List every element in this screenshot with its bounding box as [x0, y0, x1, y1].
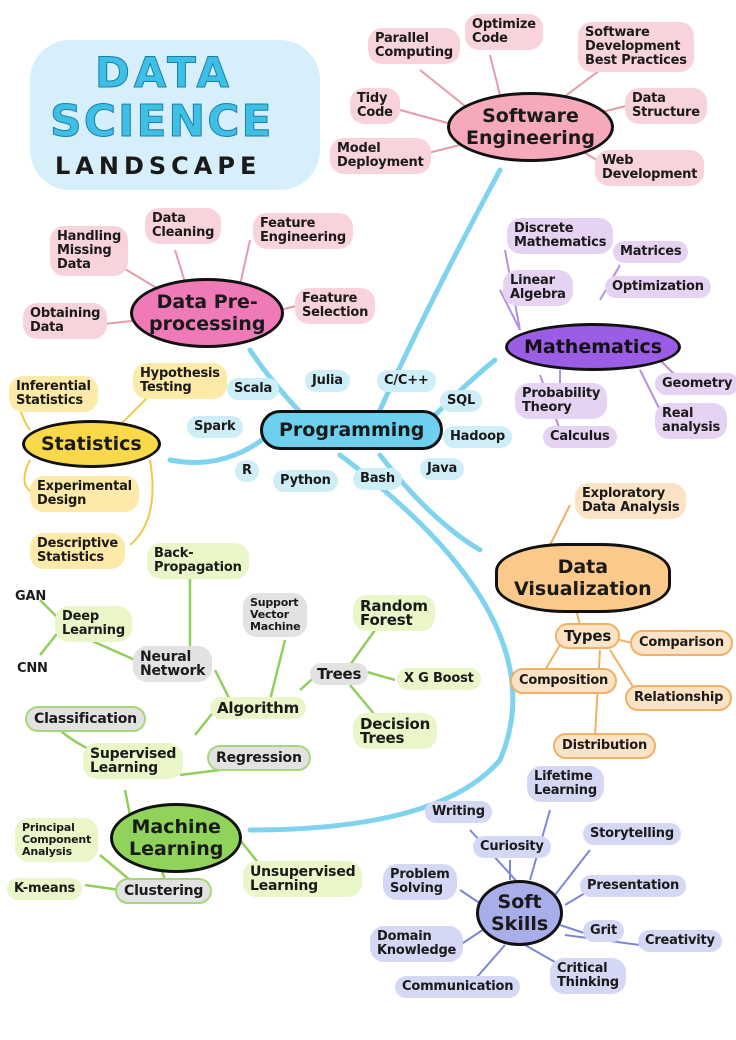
node-software-engineering: Software Engineering	[447, 92, 614, 162]
node-data-preprocessing: Data Pre- processing	[130, 278, 285, 348]
node-curiosity: Curiosity	[473, 836, 551, 858]
arrow-to-ml	[247, 452, 516, 833]
node-machine-learning: Machine Learning	[110, 803, 243, 873]
node-exploratory-data-analysis: Exploratory Data Analysis	[575, 483, 687, 519]
node-discrete-mathematics: Discrete Mathematics	[507, 218, 614, 254]
node-domain-knowledge: Domain Knowledge	[370, 926, 464, 962]
node-problem-solving: Problem Solving	[383, 864, 457, 900]
node-pca: Principal Component Analysis	[15, 818, 99, 862]
node-descriptive-statistics: Descriptive Statistics	[30, 533, 125, 569]
node-web-development: Web Development	[595, 150, 705, 186]
node-k-means: K-means	[7, 878, 83, 900]
node-composition: Composition	[510, 668, 618, 694]
node-distribution: Distribution	[553, 733, 657, 759]
node-critical-thinking: Critical Thinking	[550, 958, 626, 994]
node-grit: Grit	[583, 920, 624, 942]
node-supervised-learning: Supervised Learning	[83, 743, 184, 779]
node-probability-theory: Probability Theory	[515, 383, 608, 419]
node-soft-skills: Soft Skills	[476, 880, 564, 946]
node-hypothesis-testing: Hypothesis Testing	[133, 363, 227, 399]
node-optimize-code: Optimize Code	[465, 14, 543, 50]
node-c-cpp: C/C++	[377, 370, 436, 392]
node-feature-engineering: Feature Engineering	[253, 213, 354, 249]
node-sql: SQL	[440, 390, 483, 412]
node-scala: Scala	[227, 378, 280, 400]
node-data-cleaning: Data Cleaning	[145, 208, 222, 244]
node-communication: Communication	[395, 976, 521, 998]
node-real-analysis: Real analysis	[655, 403, 728, 439]
node-regression: Regression	[207, 745, 311, 771]
node-matrices: Matrices	[613, 241, 689, 263]
node-optimization: Optimization	[605, 276, 711, 298]
node-experimental-design: Experimental Design	[30, 476, 139, 512]
node-java: Java	[420, 458, 465, 480]
node-comparison: Comparison	[630, 630, 733, 656]
node-trees: Trees	[310, 663, 369, 685]
node-python: Python	[273, 470, 338, 492]
node-storytelling: Storytelling	[583, 823, 681, 845]
node-model-deployment: Model Deployment	[330, 138, 431, 174]
node-random-forest: Random Forest	[353, 595, 435, 631]
title-line-2: SCIENCE	[50, 96, 274, 148]
node-statistics: Statistics	[22, 420, 161, 468]
node-relationship: Relationship	[625, 685, 733, 711]
node-clustering: Clustering	[115, 878, 213, 904]
node-julia: Julia	[305, 370, 350, 392]
node-unsupervised-learning: Unsupervised Learning	[243, 861, 363, 897]
node-bash: Bash	[353, 468, 402, 490]
node-gan: GAN	[15, 589, 47, 604]
node-data-structure: Data Structure	[625, 88, 707, 124]
node-inferential-statistics: Inferential Statistics	[9, 376, 98, 412]
arrow-to-stats	[167, 437, 265, 465]
node-cnn: CNN	[17, 661, 48, 676]
node-support-vector-machine: Support Vector Machine	[243, 593, 308, 637]
node-algorithm: Algorithm	[210, 697, 307, 719]
node-mathematics: Mathematics	[505, 323, 682, 371]
node-programming: Programming	[260, 410, 444, 450]
node-classification: Classification	[25, 706, 146, 732]
node-linear-algebra: Linear Algebra	[503, 270, 573, 306]
node-obtaining-data: Obtaining Data	[23, 303, 108, 339]
node-feature-selection: Feature Selection	[295, 288, 376, 324]
title-line-1: DATA	[94, 48, 234, 98]
node-xg-boost: X G Boost	[397, 668, 481, 690]
node-r: R	[235, 460, 259, 482]
node-software-dev-best-practices: Software Development Best Practices	[578, 22, 694, 72]
node-hadoop: Hadoop	[443, 426, 512, 448]
node-decision-trees: Decision Trees	[353, 713, 438, 749]
title-line-3: LANDSCAPE	[55, 152, 262, 180]
arrow-to-math	[427, 357, 498, 423]
node-spark: Spark	[187, 416, 243, 438]
node-calculus: Calculus	[543, 426, 617, 448]
node-data-visualization: Data Visualization	[495, 543, 671, 613]
node-types: Types	[555, 623, 621, 649]
node-presentation: Presentation	[580, 875, 687, 897]
node-creativity: Creativity	[638, 930, 722, 952]
node-geometry: Geometry	[655, 373, 736, 395]
node-writing: Writing	[425, 801, 492, 823]
node-back-propagation: Back- Propagation	[147, 543, 249, 579]
node-tidy-code: Tidy Code	[350, 88, 400, 124]
node-neural-network: Neural Network	[133, 646, 213, 682]
node-deep-learning: Deep Learning	[55, 606, 132, 642]
node-handling-missing-data: Handling Missing Data	[50, 226, 129, 276]
node-parallel-computing: Parallel Computing	[368, 28, 461, 64]
title-cloud	[30, 40, 320, 190]
node-lifetime-learning: Lifetime Learning	[527, 766, 604, 802]
